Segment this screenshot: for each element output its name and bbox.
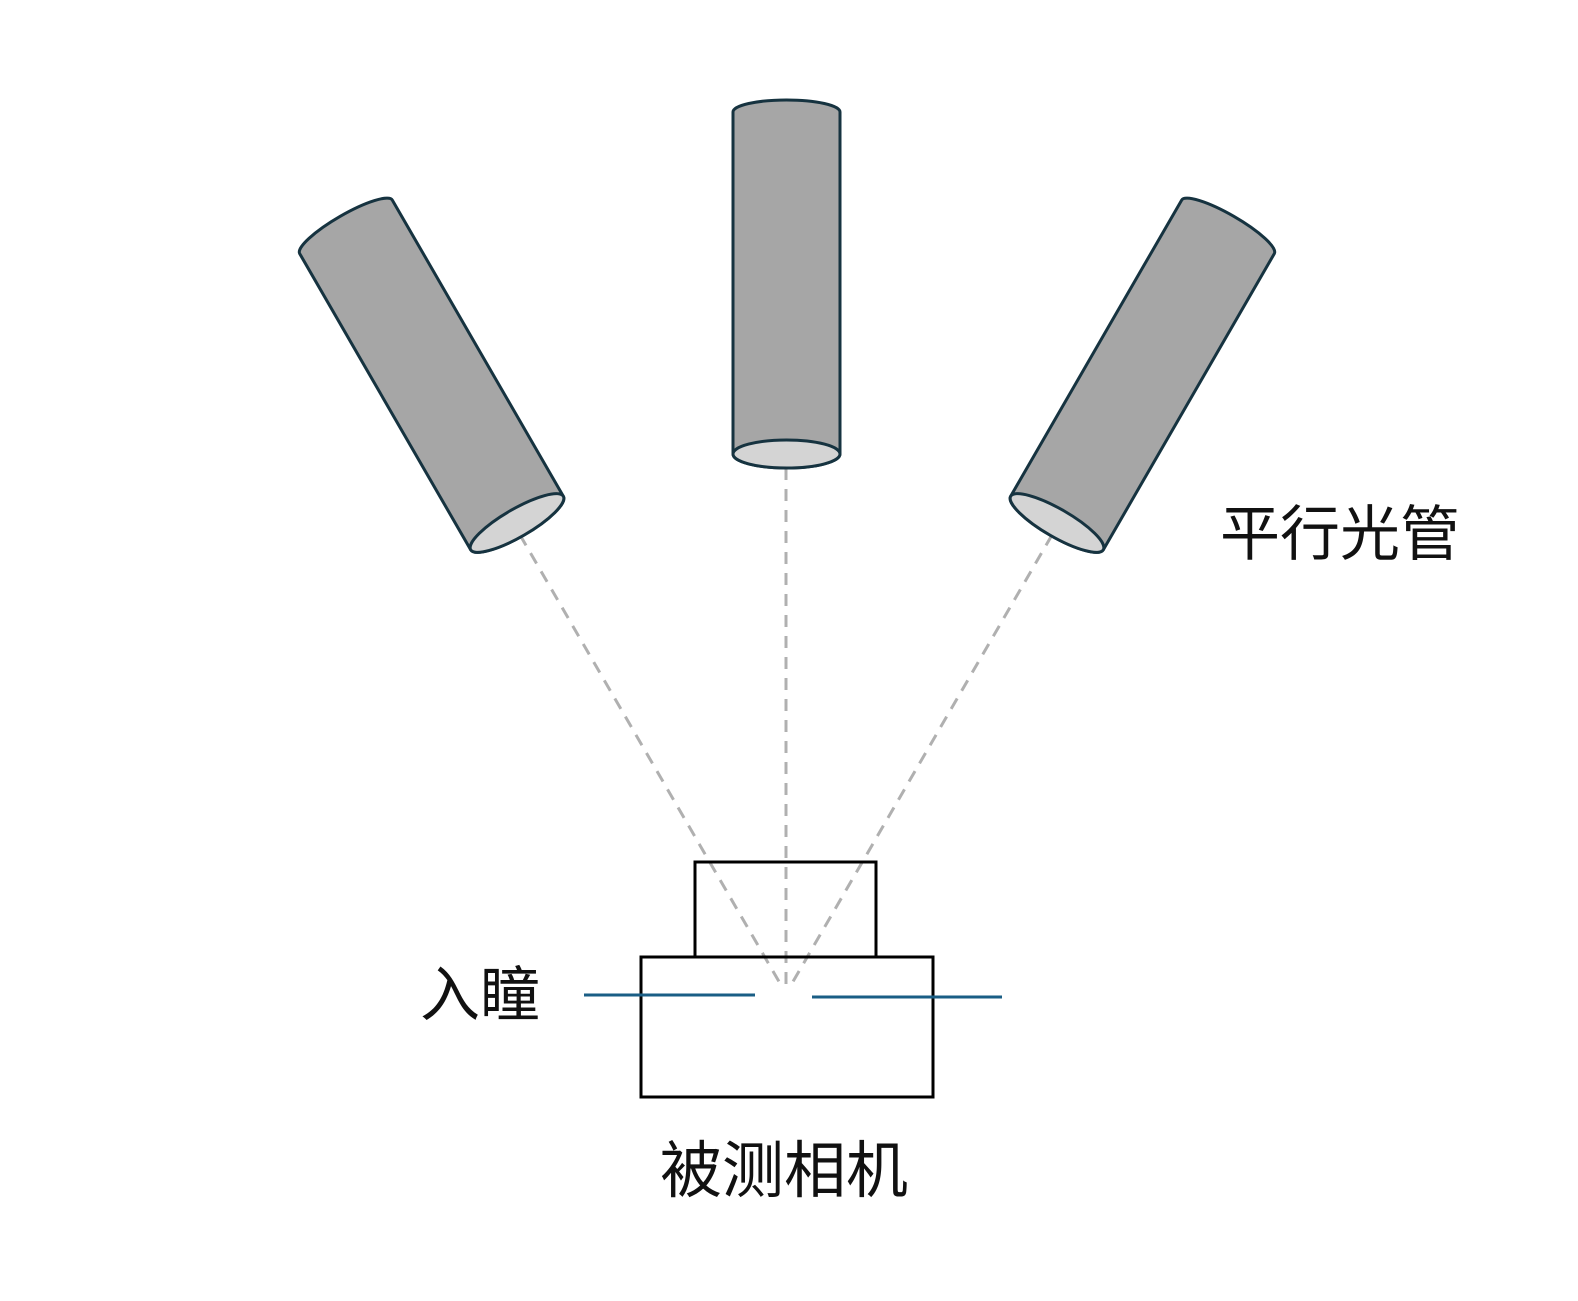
collimator-label: 平行光管	[1220, 500, 1460, 570]
ray-left	[518, 534, 783, 986]
light-rays	[518, 468, 1054, 993]
camera-body	[639, 955, 935, 1099]
collimator-left	[292, 188, 572, 564]
camera-under-test	[639, 860, 935, 1099]
collimator-center	[731, 98, 842, 470]
entrance-pupil-lines	[584, 993, 1002, 999]
entrance-pupil-label: 入瞳	[420, 961, 540, 1031]
camera-under-test-label: 被测相机	[660, 1134, 909, 1207]
ray-right	[789, 534, 1054, 986]
